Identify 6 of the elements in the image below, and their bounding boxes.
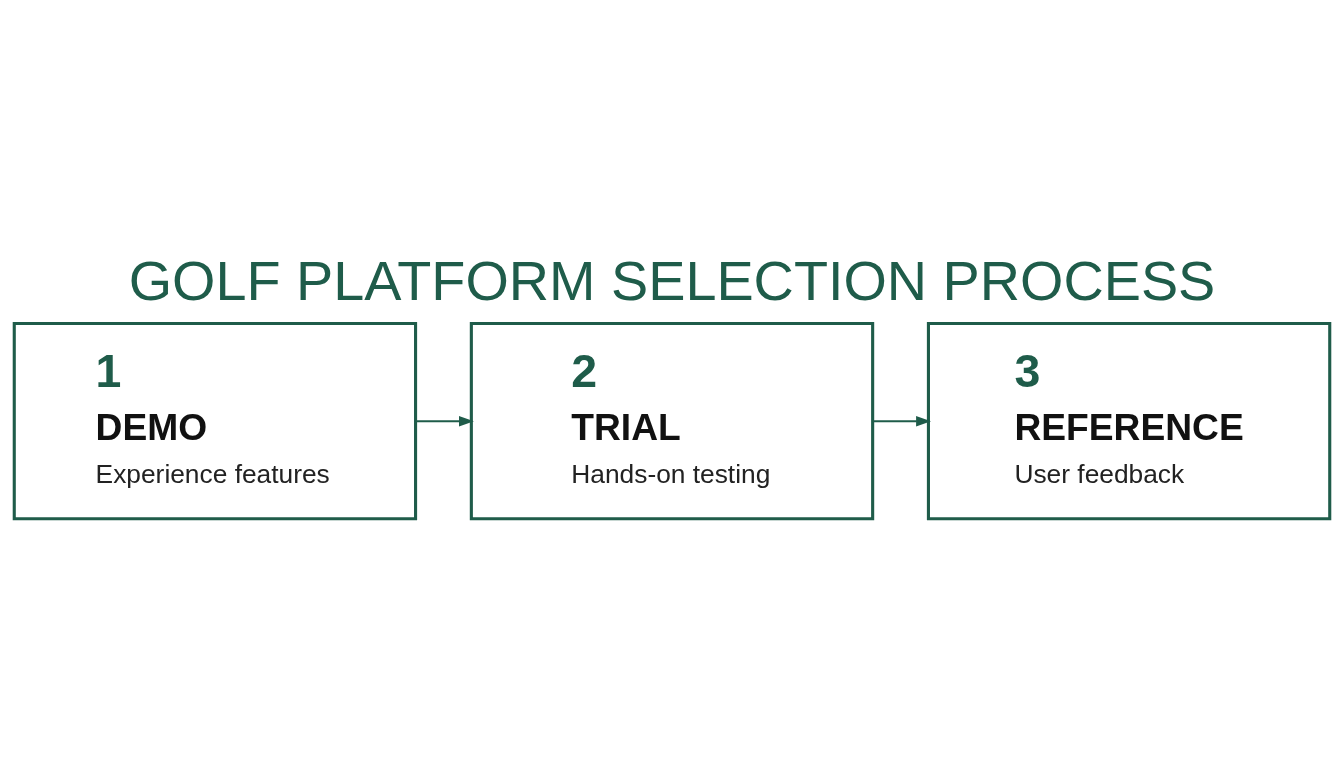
node-box: 1 DEMO Experience features (12, 322, 418, 521)
diagram-title: GOLF PLATFORM SELECTION PROCESS (128, 250, 1216, 313)
arrow (872, 415, 931, 427)
node-box: 3 REFERENCE User feedback (926, 322, 1332, 521)
arrow (415, 415, 474, 427)
node-box: 2 TRIAL Hands-on testing (469, 322, 875, 521)
